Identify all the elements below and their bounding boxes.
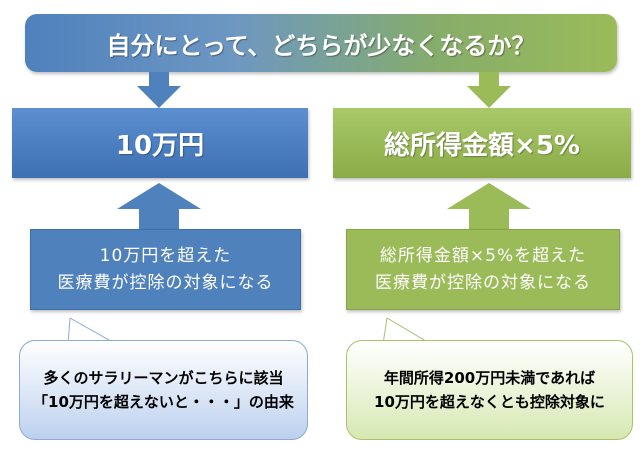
callout-left: 多くのサラリーマンがこちらに該当 「10万円を超えないと・・・」の由来 (19, 340, 308, 440)
explanation-left-line2: 医療費が控除の対象になる (57, 272, 274, 293)
down-arrow-left-icon (137, 72, 181, 108)
callout-right: 年間所得200万円未満であれば 10万円を超えなくとも控除対象に (346, 340, 633, 440)
explanation-box-right: 総所得金額×5%を超えた 医療費が控除の対象になる (346, 229, 620, 310)
up-arrow-left-icon (117, 183, 201, 229)
question-banner: 自分にとって、どちらが少なくなるか？ (25, 14, 617, 72)
callout-right-line1: 年間所得200万円未満であれば (383, 369, 596, 387)
option-label-10man: 10万円 (115, 130, 205, 161)
question-text: 自分にとって、どちらが少なくなるか？ (106, 31, 536, 60)
explanation-box-left: 10万円を超えた 医療費が控除の対象になる (30, 229, 301, 310)
callout-right-line2: 10万円を超えなくとも控除対象に (374, 393, 605, 411)
up-arrow-right-icon (447, 183, 531, 229)
callout-left-line1: 多くのサラリーマンがこちらに該当 (43, 369, 284, 387)
explanation-right-line1: 総所得金額×5%を超えた (379, 245, 587, 266)
explanation-right-line2: 医療費が控除の対象になる (375, 272, 591, 293)
callout-left-line2: 「10万円を超えないと・・・」の由来 (33, 393, 294, 411)
explanation-left-line1: 10万円を超えた (99, 245, 232, 266)
option-box-10man: 10万円 (12, 108, 308, 178)
option-label-income-5percent: 総所得金額×5% (384, 130, 580, 161)
down-arrow-right-icon (467, 72, 511, 108)
option-box-income-5percent: 総所得金額×5% (333, 108, 631, 178)
